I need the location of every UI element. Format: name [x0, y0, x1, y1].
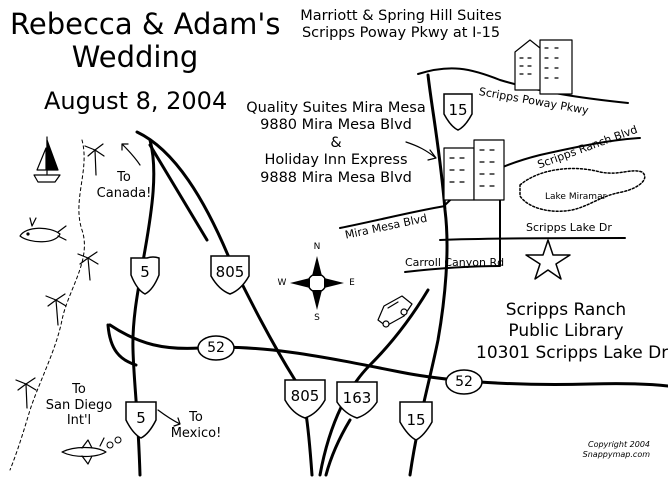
- arrow-to-canada-icon: [121, 143, 141, 166]
- library-line1: Scripps Ranch: [505, 300, 627, 320]
- sr52-shield-west-label: 52: [207, 340, 225, 356]
- wedding-date: August 8, 2004: [44, 87, 228, 115]
- mexico-line2: Mexico!: [170, 425, 222, 441]
- i15-shield-north-label: 15: [448, 101, 467, 119]
- compass-icon: N S W E: [278, 242, 356, 323]
- i5-shield-south: 5: [125, 401, 157, 439]
- coastline: [9, 139, 85, 471]
- airplane-icon: [61, 437, 107, 465]
- lake-miramar-label: Lake Miramar: [545, 192, 607, 202]
- library-star-icon: [525, 239, 571, 280]
- library-line2: Public Library: [508, 321, 624, 342]
- i5-shield-north-label: 5: [140, 263, 150, 281]
- whale-icon: [19, 217, 67, 243]
- hotel-buildings: [443, 139, 505, 201]
- lake-miramar: [519, 167, 646, 212]
- quality-line2: 9880 Mira Mesa Blvd: [260, 117, 412, 134]
- cloud-icon: [106, 436, 122, 449]
- wedding-title: Rebecca & Adam's Wedding: [10, 7, 281, 75]
- sr163-highway: [318, 288, 430, 477]
- marriott-line1: Marriott & Spring Hill Suites: [300, 8, 502, 24]
- scripps-poway-pkwy: [417, 67, 629, 104]
- airport-label: To San Diego Int'l: [44, 382, 114, 429]
- quality-amp: &: [330, 134, 342, 151]
- palm-tree-icon: [77, 251, 99, 281]
- carroll-canyon-rd-label: Carroll Canyon Rd: [405, 256, 505, 269]
- i5-shield-north: 5: [130, 256, 160, 295]
- i15-shield-south-label: 15: [406, 411, 425, 429]
- quality-line3: Holiday Inn Express: [264, 152, 408, 169]
- airport-line2: San Diego: [45, 397, 113, 413]
- quality-line1: Quality Suites Mira Mesa: [246, 100, 426, 116]
- title-line1: Rebecca & Adam's: [10, 7, 281, 41]
- sr52-shield-west: 52: [197, 335, 235, 361]
- compass-north-label: N: [314, 242, 321, 252]
- i805-shield-south: 805: [284, 379, 326, 419]
- marriott-line2: Scripps Poway Pkwy at I-15: [301, 25, 501, 42]
- mexico-label: To Mexico!: [166, 410, 226, 441]
- copyright-line2: Snappymap.com: [582, 449, 650, 459]
- i805-crossing: [324, 418, 352, 477]
- i805-shield-north: 805: [210, 255, 250, 295]
- palm-tree-icon: [45, 293, 67, 326]
- airport-line1: To: [72, 382, 86, 397]
- mira-mesa-blvd: [339, 205, 446, 229]
- title-line2: Wedding: [71, 40, 199, 75]
- canada-line1: To: [117, 170, 131, 185]
- library-label: Scripps Ranch Public Library 10301 Scrip…: [476, 300, 668, 364]
- canada-line2: Canada!: [96, 185, 152, 201]
- library-line3: 10301 Scripps Lake Dr: [476, 342, 668, 363]
- copyright-line1: Copyright 2004: [588, 440, 650, 449]
- airport-line3: Int'l: [66, 413, 92, 429]
- sr52-shield-east-label: 52: [455, 374, 473, 390]
- sr52-shield-east: 52: [445, 369, 483, 395]
- compass-west-label: W: [278, 278, 287, 288]
- sr163-shield: 163: [336, 381, 378, 419]
- scripps-lake-dr: [439, 237, 626, 241]
- i5-west-branch: [106, 323, 138, 367]
- i15-shield-north: 15: [443, 93, 473, 131]
- scripps-lake-dr-label: Scripps Lake Dr: [526, 221, 612, 234]
- sr163-shield-label: 163: [343, 389, 372, 407]
- canada-label: To Canada!: [94, 170, 154, 201]
- compass-east-label: E: [349, 278, 355, 288]
- arrow-to-mexico-icon: [157, 409, 181, 427]
- marriott-buildings: [514, 39, 573, 95]
- quality-line4: 9888 Mira Mesa Blvd: [260, 169, 412, 186]
- sailboat-icon: [33, 136, 61, 183]
- i5-i805-connector: [148, 143, 209, 242]
- palm-tree-icon: [84, 143, 105, 176]
- copyright-label: Copyright 2004 Snappymap.com: [570, 440, 650, 459]
- quality-suites-label: Quality Suites Mira Mesa 9880 Mira Mesa …: [238, 100, 434, 187]
- marriott-label: Marriott & Spring Hill Suites Scripps Po…: [286, 8, 516, 43]
- arrow-to-hotel-icon: [405, 141, 437, 161]
- i15-shield-south: 15: [399, 401, 433, 441]
- i805-shield-north-label: 805: [216, 263, 245, 281]
- compass-south-label: S: [314, 313, 320, 323]
- palm-tree-icon: [15, 377, 37, 409]
- mexico-line1: To: [189, 410, 203, 425]
- sr52-highway: [108, 323, 668, 388]
- i5-shield-south-label: 5: [136, 409, 146, 427]
- car-icon: [377, 295, 413, 328]
- carroll-canyon-rd: [404, 265, 501, 273]
- i805-shield-south-label: 805: [291, 387, 320, 405]
